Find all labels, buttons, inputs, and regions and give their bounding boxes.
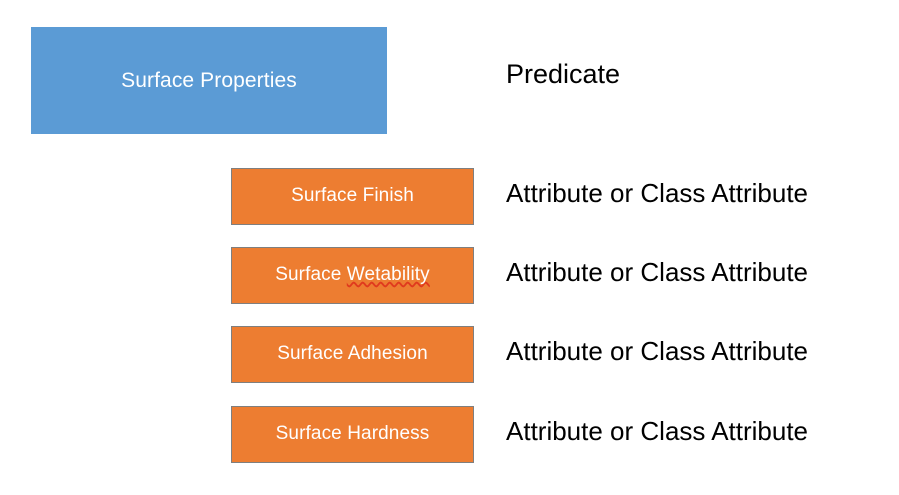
node-surface-adhesion[interactable]: Surface Adhesion: [231, 326, 474, 383]
annotation-surface-adhesion: Attribute or Class Attribute: [506, 336, 809, 366]
node-surface-hardness-label: Surface Hardness: [275, 423, 430, 445]
annotation-surface-wetability: Attribute or Class Attribute: [506, 257, 809, 287]
spellcheck-misspelled-word: Wetability: [346, 264, 430, 286]
node-surface-properties[interactable]: Surface Properties: [31, 27, 387, 134]
node-surface-hardness[interactable]: Surface Hardness: [231, 406, 474, 463]
node-surface-adhesion-label: Surface Adhesion: [277, 343, 428, 365]
node-surface-wetability-label: Surface Wetability: [275, 264, 430, 286]
node-surface-finish-label: Surface Finish: [291, 185, 414, 207]
node-surface-wetability[interactable]: Surface Wetability: [231, 247, 474, 304]
label-text: Surface Hardness: [275, 423, 430, 445]
annotation-surface-hardness: Attribute or Class Attribute: [506, 416, 809, 446]
annotation-predicate: Predicate: [506, 59, 621, 89]
label-text: Surface Adhesion: [277, 343, 428, 365]
label-text: Surface: [275, 264, 347, 286]
node-surface-properties-label: Surface Properties: [121, 68, 297, 92]
annotation-surface-finish: Attribute or Class Attribute: [506, 178, 809, 208]
node-surface-finish[interactable]: Surface Finish: [231, 168, 474, 225]
label-text: Surface Finish: [291, 185, 414, 207]
